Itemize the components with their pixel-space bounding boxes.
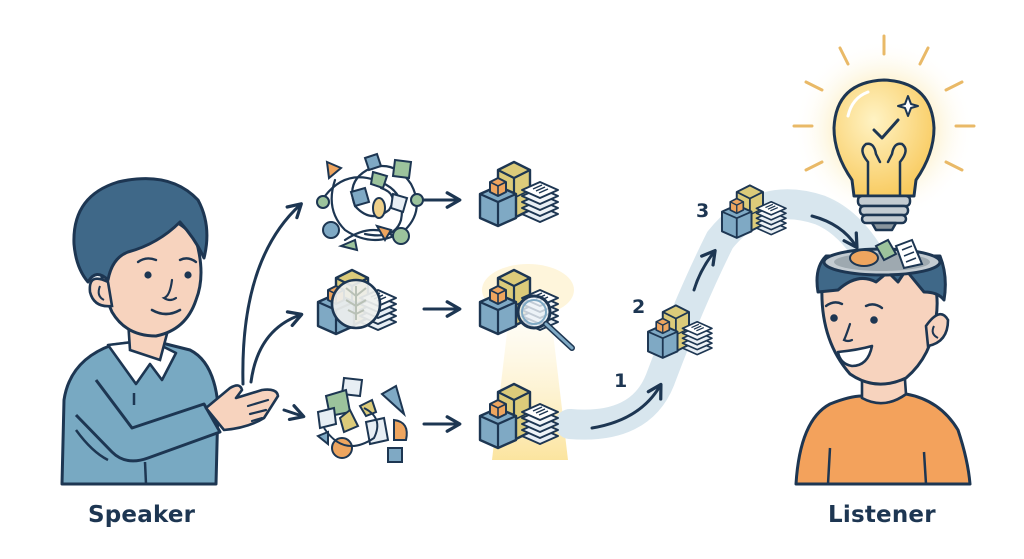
path-arrow-1: [590, 382, 663, 430]
listener-shirt: [794, 392, 972, 486]
speaker-figure: [60, 177, 280, 486]
chaotic-tangle: [316, 152, 424, 252]
sparkle-icon: [897, 95, 919, 117]
light-rays: [792, 34, 976, 172]
speaker-arrows: [241, 202, 306, 422]
path-arrow-2: [692, 248, 717, 292]
arrow-to-magnified: [249, 310, 304, 384]
step-number-3: 3: [696, 200, 710, 222]
arrow-to-chaotic: [241, 202, 303, 386]
arrow-to-scattered: [282, 404, 306, 422]
listener-figure: [794, 238, 972, 486]
path-arrow-3: [810, 214, 859, 250]
inspected-stack: [478, 268, 575, 351]
speaker-arm: [74, 379, 222, 463]
speaker-label: Speaker: [88, 502, 196, 528]
scattered-shapes: [316, 376, 408, 463]
listener-label: Listener: [828, 502, 936, 528]
speaker-hair: [72, 177, 209, 284]
idea-lightbulb: [792, 34, 976, 232]
checkmark-icon: [872, 118, 900, 140]
magnified-stack: [316, 268, 398, 336]
step-number-1: 1: [614, 370, 628, 392]
step-number-2: 2: [632, 296, 646, 318]
structured-stack-1: [478, 160, 560, 228]
listener-smile: [836, 344, 874, 368]
bulb-base: [856, 194, 912, 232]
